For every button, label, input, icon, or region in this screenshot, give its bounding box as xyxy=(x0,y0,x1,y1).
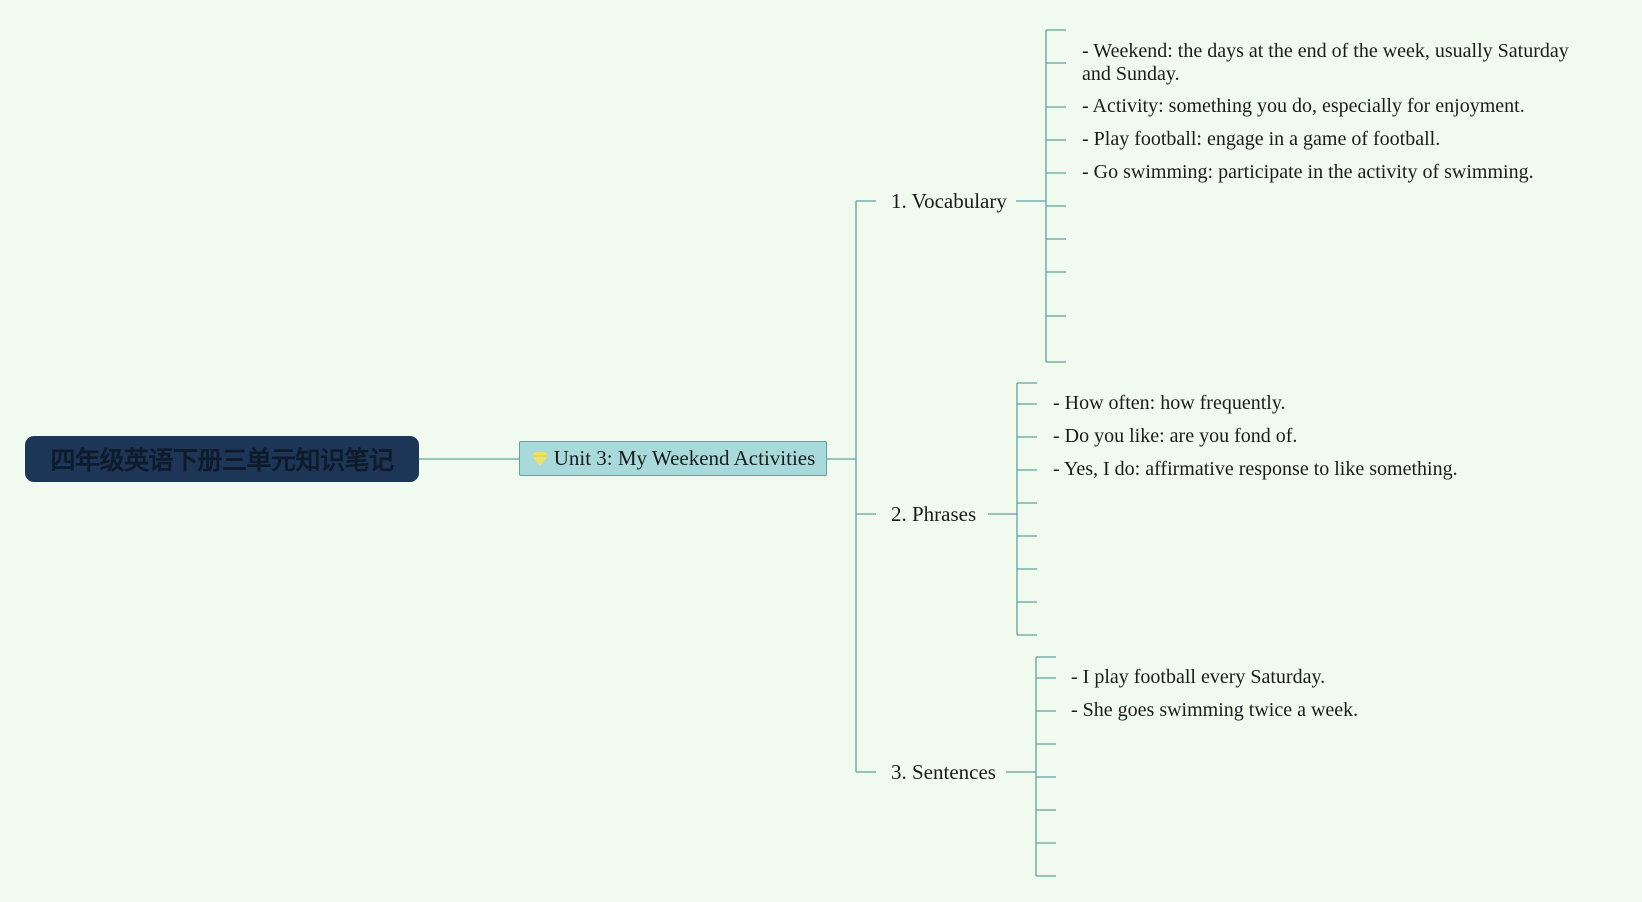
branch-vocabulary[interactable]: 1. Vocabulary xyxy=(891,189,1007,213)
vocabulary-item[interactable]: - Activity: something you do, especially… xyxy=(1082,95,1525,117)
phrase-item[interactable]: - How often: how frequently. xyxy=(1053,392,1286,414)
vocabulary-item[interactable]: - Play football: engage in a game of foo… xyxy=(1082,128,1441,150)
vocabulary-item[interactable]: - Go swimming: participate in the activi… xyxy=(1082,161,1534,183)
root-topic[interactable]: 四年级英语下册三单元知识笔记 xyxy=(25,436,419,482)
phrase-item[interactable]: - Do you like: are you fond of. xyxy=(1053,425,1298,447)
branch-sentences[interactable]: 3. Sentences xyxy=(891,760,996,784)
phrase-item[interactable]: - Yes, I do: affirmative response to lik… xyxy=(1053,458,1458,480)
root-topic-title: 四年级英语下册三单元知识笔记 xyxy=(50,446,394,475)
vocabulary-item[interactable]: - Weekend: the days at the end of the we… xyxy=(1082,40,1569,85)
sentence-item[interactable]: - I play football every Saturday. xyxy=(1071,666,1326,688)
central-topic[interactable]: Unit 3: My Weekend Activities xyxy=(519,441,827,476)
branch-phrases[interactable]: 2. Phrases xyxy=(891,502,977,526)
diamond-icon xyxy=(531,451,548,466)
central-topic-label: Unit 3: My Weekend Activities xyxy=(553,446,816,470)
sentence-item[interactable]: - She goes swimming twice a week. xyxy=(1071,699,1359,721)
